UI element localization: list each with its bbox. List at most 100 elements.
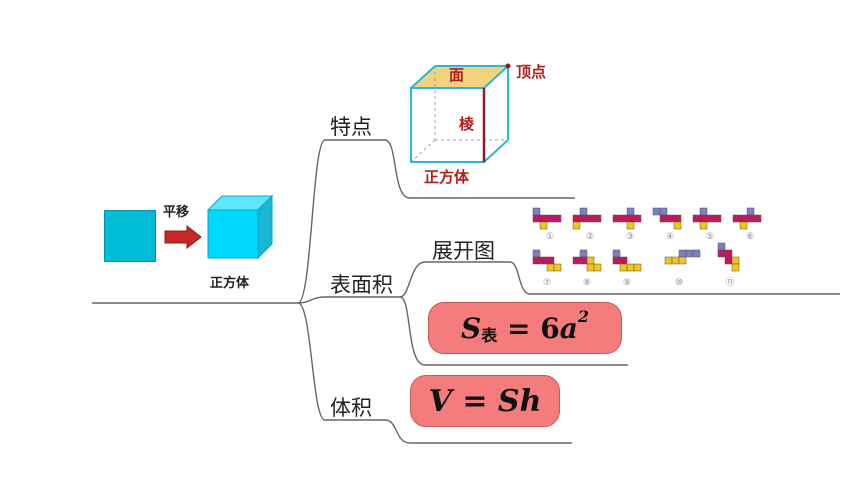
net-cell bbox=[579, 249, 588, 258]
net-cell bbox=[739, 221, 748, 230]
cube-net-pattern bbox=[612, 207, 642, 230]
net-number-label: ⑦ bbox=[543, 278, 551, 288]
square-shape bbox=[104, 210, 156, 262]
net-cell bbox=[532, 207, 541, 216]
net-cell bbox=[678, 249, 687, 258]
net-cell bbox=[724, 249, 733, 258]
vertex-dot bbox=[505, 63, 511, 69]
net-cell bbox=[546, 263, 555, 272]
net-cell bbox=[746, 207, 755, 216]
net-cell bbox=[532, 249, 541, 258]
branch-surface-area-label: 表面积 bbox=[330, 273, 393, 297]
net-cell bbox=[666, 214, 675, 223]
net-cell bbox=[579, 207, 588, 216]
cube-result-label: 正方体 bbox=[210, 276, 250, 291]
formula-lhs: S bbox=[461, 311, 482, 345]
net-cell bbox=[539, 221, 548, 230]
net-cell bbox=[586, 263, 595, 272]
net-cell bbox=[664, 256, 673, 265]
net-cell bbox=[532, 256, 541, 265]
wireframe-cube bbox=[410, 63, 511, 163]
cube-net-pattern bbox=[652, 207, 682, 230]
net-cell bbox=[539, 256, 548, 265]
net-number-label: ④ bbox=[666, 232, 674, 242]
net-cell bbox=[572, 221, 581, 230]
net-cell bbox=[572, 256, 581, 265]
net-cell bbox=[532, 214, 541, 223]
solid-cube-shape bbox=[206, 194, 274, 260]
top-face bbox=[411, 66, 508, 88]
net-cell bbox=[673, 221, 682, 230]
net-cell bbox=[572, 214, 581, 223]
net-number-label: ⑧ bbox=[583, 278, 591, 288]
net-cell bbox=[731, 256, 740, 265]
cube-net-pattern bbox=[572, 207, 602, 230]
volume-formula: V = Sh bbox=[410, 375, 560, 427]
net-cell bbox=[659, 207, 668, 216]
net-cell bbox=[593, 263, 602, 272]
formula-var: a bbox=[559, 311, 578, 345]
formula-exp: 2 bbox=[577, 306, 589, 326]
net-cell bbox=[732, 214, 741, 223]
net-cell bbox=[685, 249, 694, 258]
net-number-label: ⑥ bbox=[746, 232, 754, 242]
net-cell bbox=[633, 214, 642, 223]
net-cell bbox=[678, 256, 687, 265]
net-cell bbox=[633, 263, 642, 272]
cube-net-pattern bbox=[532, 207, 562, 230]
net-cell bbox=[546, 256, 555, 265]
net-number-label: ③ bbox=[626, 232, 634, 242]
net-cell bbox=[619, 214, 628, 223]
cube-name-label: 正方体 bbox=[424, 168, 470, 186]
net-cell bbox=[699, 221, 708, 230]
net-cell bbox=[579, 256, 588, 265]
net-cell bbox=[746, 214, 755, 223]
net-cell bbox=[659, 214, 668, 223]
net-number-label: ⑪ bbox=[725, 277, 734, 288]
net-cell bbox=[692, 214, 701, 223]
net-cell bbox=[612, 249, 621, 258]
branch-volume-label: 体积 bbox=[330, 396, 372, 420]
net-cell bbox=[539, 214, 548, 223]
net-cell bbox=[699, 214, 708, 223]
cube-net-pattern bbox=[732, 207, 762, 230]
cube-net-pattern bbox=[717, 242, 740, 272]
net-cell bbox=[619, 256, 628, 265]
net-number-label: ① bbox=[546, 232, 554, 242]
net-cell bbox=[699, 207, 708, 216]
net-cell bbox=[706, 214, 715, 223]
right-arrow-icon bbox=[164, 225, 202, 249]
net-cell bbox=[626, 263, 635, 272]
net-cell bbox=[713, 214, 722, 223]
net-cell bbox=[593, 214, 602, 223]
formula-sub: 表 bbox=[481, 326, 498, 345]
net-cell bbox=[626, 214, 635, 223]
cube-net-pattern bbox=[572, 249, 602, 272]
translation-label: 平移 bbox=[163, 205, 190, 220]
net-cell bbox=[739, 214, 748, 223]
face-label: 面 bbox=[449, 66, 465, 84]
net-cell bbox=[546, 214, 555, 223]
net-cell bbox=[724, 256, 733, 265]
net-cell bbox=[717, 242, 726, 251]
net-number-label: ② bbox=[586, 232, 594, 242]
net-cell bbox=[586, 214, 595, 223]
net-cell bbox=[717, 249, 726, 258]
net-cell bbox=[692, 249, 701, 258]
net-cell bbox=[626, 207, 635, 216]
net-cell bbox=[619, 263, 628, 272]
net-cell bbox=[652, 207, 661, 216]
formula-eq: = 6 bbox=[497, 311, 560, 345]
net-cell bbox=[579, 214, 588, 223]
net-number-label: ⑩ bbox=[675, 278, 683, 288]
net-number-label: ⑤ bbox=[706, 232, 714, 242]
cube-net-pattern bbox=[532, 249, 562, 272]
net-cell bbox=[626, 221, 635, 230]
net-cell bbox=[731, 263, 740, 272]
net-cell bbox=[553, 214, 562, 223]
cube-net-pattern bbox=[664, 249, 701, 265]
volume-formula-text: V = Sh bbox=[428, 383, 542, 419]
